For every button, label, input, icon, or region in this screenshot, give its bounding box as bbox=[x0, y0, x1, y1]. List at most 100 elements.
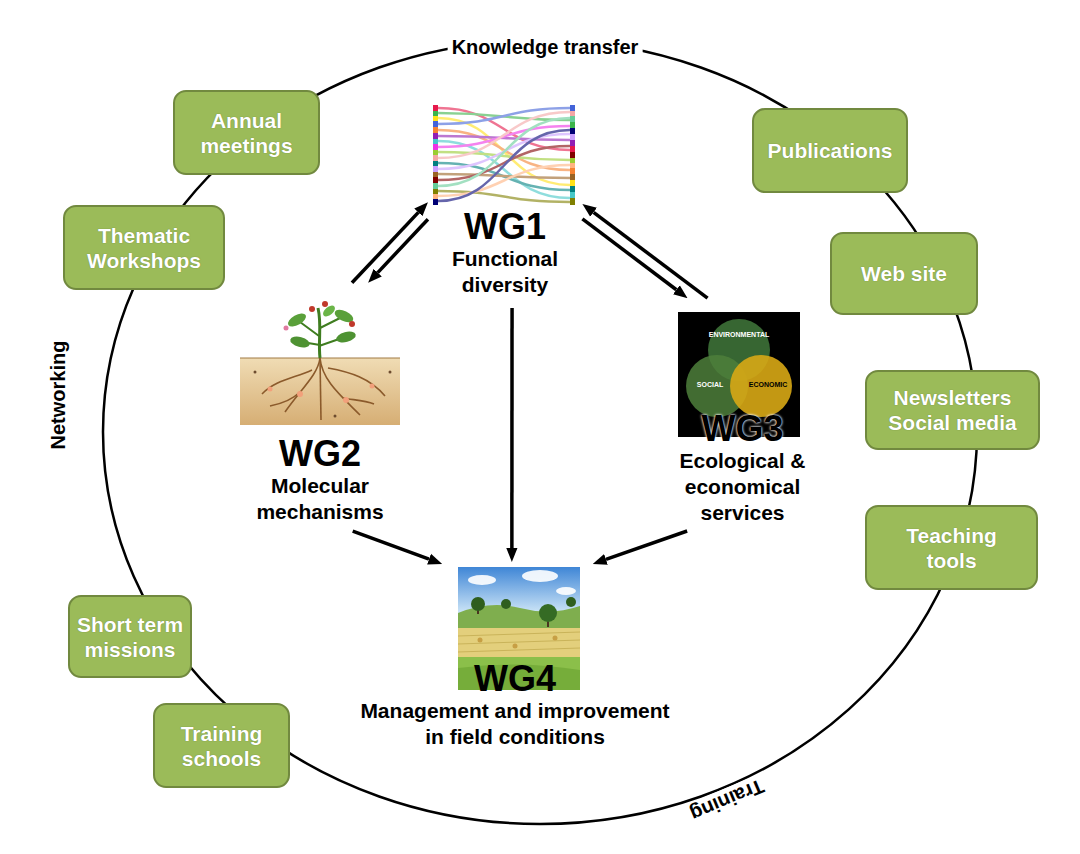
tree bbox=[501, 599, 511, 609]
work-group-node: WG4Management and improvement in field c… bbox=[340, 565, 690, 760]
activity-box: Teaching tools bbox=[865, 505, 1038, 590]
sankey-bar bbox=[433, 166, 438, 172]
sankey-bar bbox=[433, 177, 438, 183]
root-nodule bbox=[370, 384, 375, 389]
sankey-bar bbox=[433, 111, 438, 116]
sankey-bar bbox=[570, 116, 575, 122]
activity-box: Training schools bbox=[153, 703, 290, 788]
work-group-node: WG2Molecular mechanisms bbox=[235, 285, 405, 530]
hay-field bbox=[458, 628, 580, 658]
arrow-connector bbox=[582, 219, 676, 290]
leaf bbox=[286, 311, 308, 330]
sankey-bar bbox=[433, 144, 438, 150]
sankey-bar bbox=[570, 186, 575, 192]
activity-box: Thematic Workshops bbox=[63, 205, 225, 290]
sankey-bar bbox=[570, 105, 575, 111]
group-id: WG4 bbox=[474, 660, 556, 698]
activity-box: Web site bbox=[830, 232, 978, 315]
sankey-bar bbox=[570, 192, 575, 198]
sankey-bar bbox=[433, 133, 438, 139]
activity-box: Newsletters Social media bbox=[865, 370, 1040, 450]
group-title: Management and improvement in field cond… bbox=[355, 698, 675, 750]
venn-label: ENVIRONMENTAL bbox=[709, 331, 770, 338]
sankey-bar bbox=[570, 152, 575, 158]
activity-box: Short term missions bbox=[68, 595, 192, 678]
sankey-bar bbox=[433, 139, 438, 144]
arrow-connector bbox=[606, 531, 687, 559]
plant-background bbox=[240, 305, 400, 425]
soil-microbe bbox=[334, 415, 337, 418]
sankey-illustration bbox=[433, 105, 575, 205]
leaf bbox=[335, 330, 357, 345]
activity-box: Annual meetings bbox=[173, 90, 320, 175]
sankey-bar bbox=[433, 121, 438, 127]
sankey-bar bbox=[570, 146, 575, 152]
activity-label: Short term missions bbox=[74, 612, 186, 662]
ring-label: Training bbox=[683, 773, 771, 828]
economic-circle bbox=[730, 355, 792, 417]
root-nodule bbox=[268, 387, 273, 392]
activity-label: Newsletters Social media bbox=[875, 385, 1030, 435]
hay-bale bbox=[513, 644, 518, 649]
root bbox=[328, 368, 385, 396]
activity-label: Training schools bbox=[163, 721, 280, 771]
tree bbox=[566, 597, 576, 607]
activity-label: Teaching tools bbox=[883, 523, 1020, 573]
field-stripes bbox=[458, 632, 580, 652]
group-title: Functional diversity bbox=[430, 246, 580, 298]
berry bbox=[322, 301, 328, 307]
cloud bbox=[468, 575, 496, 585]
sankey-bar bbox=[570, 180, 575, 186]
ring-label: Knowledge transfer bbox=[448, 36, 643, 59]
arrow-connector bbox=[510, 308, 514, 548]
sankey-background bbox=[433, 105, 575, 205]
flower bbox=[284, 326, 289, 331]
cloud bbox=[556, 587, 576, 595]
soil bbox=[240, 358, 400, 425]
sankey-bar bbox=[570, 128, 575, 134]
sankey-bar bbox=[433, 116, 438, 121]
root bbox=[270, 392, 300, 406]
arrow-connector bbox=[352, 212, 418, 282]
soil-microbe bbox=[389, 371, 392, 374]
sankey-bar bbox=[570, 174, 575, 180]
activity-label: Publications bbox=[768, 138, 893, 163]
sankey-bar bbox=[433, 194, 438, 199]
sankey-bar bbox=[433, 127, 438, 133]
sky bbox=[458, 567, 580, 613]
root-nodule bbox=[343, 397, 349, 403]
activity-label: Web site bbox=[861, 261, 947, 286]
sankey-flow bbox=[438, 118, 570, 186]
activity-box: Publications bbox=[752, 108, 908, 193]
sankey-flow bbox=[438, 165, 570, 196]
venn-label: SOCIAL bbox=[697, 381, 723, 388]
group-id: WG1 bbox=[464, 208, 546, 246]
sankey-bar bbox=[570, 140, 575, 146]
sankey-flow bbox=[438, 118, 570, 185]
root bbox=[285, 358, 320, 412]
sankey-flow bbox=[438, 141, 570, 198]
cycle-ring bbox=[103, 40, 977, 824]
sankey-bar bbox=[433, 155, 438, 161]
plant-illustration bbox=[240, 301, 400, 425]
activity-label: Thematic Workshops bbox=[73, 223, 215, 273]
sankey-bar bbox=[570, 158, 575, 163]
sankey-flows bbox=[438, 108, 570, 202]
hay-bale bbox=[478, 638, 483, 643]
work-group-node: WG1Functional diversity bbox=[430, 100, 580, 305]
leaf bbox=[289, 335, 311, 350]
root bbox=[320, 358, 321, 420]
sankey-bar bbox=[570, 122, 575, 128]
tree bbox=[471, 597, 485, 611]
sankey-bar bbox=[433, 189, 438, 194]
arrow-connector bbox=[353, 531, 429, 559]
activity-label: Annual meetings bbox=[183, 108, 310, 158]
cloud bbox=[522, 570, 558, 582]
arrow-connector bbox=[594, 212, 708, 298]
arrow-connector bbox=[378, 219, 428, 272]
sankey-bar bbox=[433, 150, 438, 155]
berry bbox=[349, 321, 355, 327]
group-title: Ecological & economical services bbox=[665, 448, 820, 526]
